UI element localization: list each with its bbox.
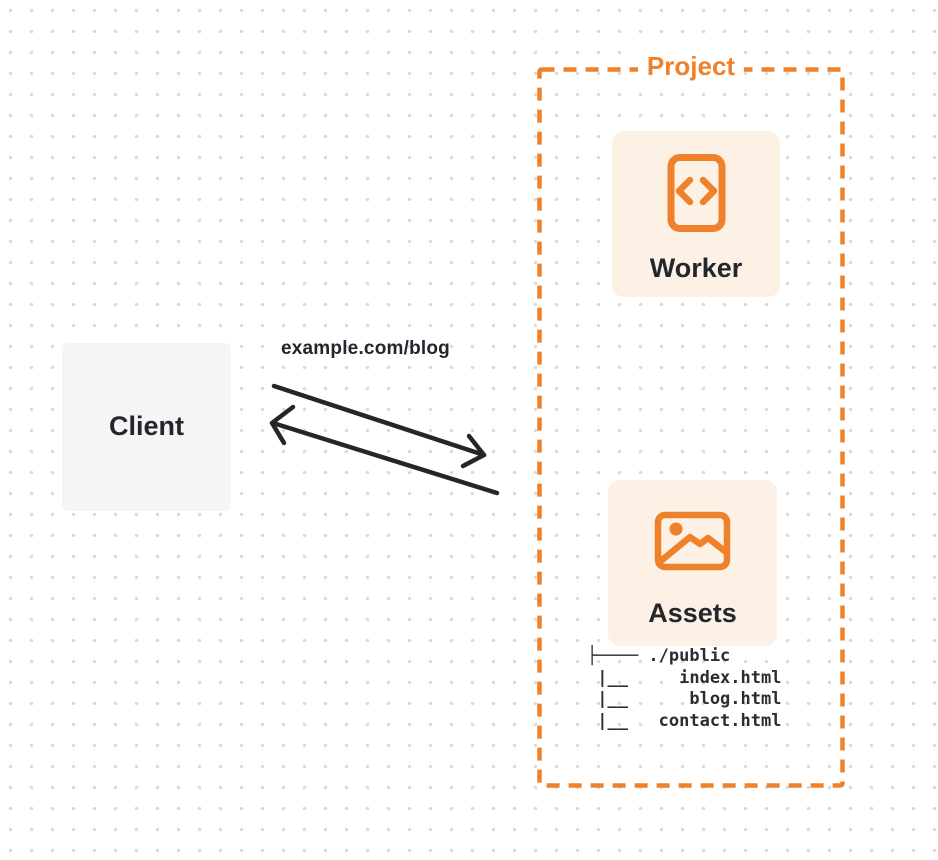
assets-file-tree: ├──── ./public |__ index.html |__ blog.h… — [587, 646, 782, 731]
request-arrowhead-icon — [460, 433, 487, 469]
client-node-label: Client — [108, 411, 184, 442]
response-arrow-line — [270, 420, 500, 496]
picture-icon — [654, 511, 731, 571]
project-dashed-border — [537, 67, 845, 788]
worker-node-label: Worker — [649, 253, 743, 283]
assets-node-label: Assets — [648, 598, 737, 628]
project-label: Project — [637, 51, 745, 82]
worker-node: Worker — [612, 131, 780, 297]
request-url-label: example.com/blog — [281, 338, 450, 359]
code-document-icon — [667, 154, 725, 232]
project-container: Project Worker Assets ├──── ./public |__… — [537, 51, 845, 788]
response-arrowhead-icon — [269, 404, 296, 446]
assets-node: Assets — [608, 480, 777, 646]
request-arrow-line — [271, 383, 487, 458]
client-node: Client — [62, 343, 231, 511]
